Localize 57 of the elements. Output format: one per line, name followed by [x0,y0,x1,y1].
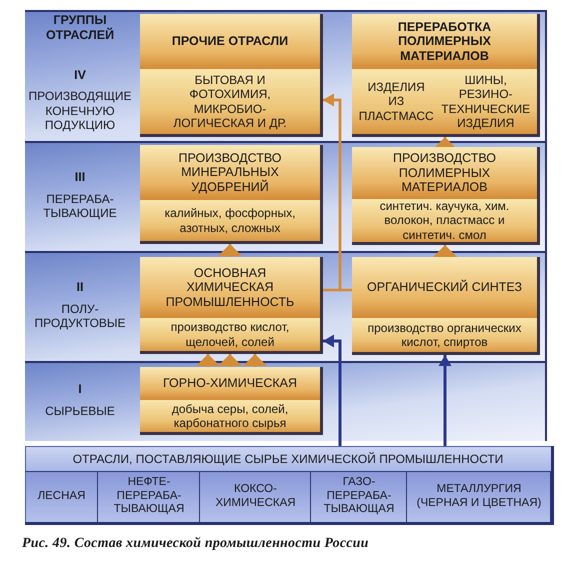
process-title: ПЕРЕРАБОТКА ПОЛИМЕРНЫХ МАТЕРИАЛОВ [398,20,492,64]
row-band [25,361,547,441]
process-title: ОРГАНИЧЕСКИЙ СИНТЕЗ [366,280,522,295]
arrow [433,137,457,149]
row-band [25,10,547,141]
industry-cell [200,471,311,522]
row-label: ПОЛУ- ПРОДУКТОВЫЕ [34,302,126,331]
industry-cell [98,471,200,522]
process-description: производство органических кислот, спиртов [366,320,522,350]
industry-name: МЕТАЛЛУРГИЯ (ЧЕРНАЯ И ЦВЕТНАЯ) [416,482,542,510]
process-box [352,147,540,245]
process-title: ОСНОВНАЯ ХИМИЧЕСКАЯ ПРОМЫШЛЕННОСТЬ [166,266,294,310]
arrow [218,244,242,257]
industry-name: ЛЕСНАЯ [38,490,86,504]
row-number: IV [74,68,86,82]
figure-caption: Рис. 49. Состав химической промышленности России [22,536,369,552]
arrow [323,94,352,292]
supplier-panel [25,446,554,525]
arrow [218,354,242,367]
industry-name: ГАЗО- ПЕРЕРАБА- ТЫВАЮЩАЯ [324,476,394,518]
column-heading: ГРУППЫ ОТРАСЛЕЙ [46,13,114,43]
arrow [438,355,452,446]
process-title: ПРОИЗВОДСТВО ПОЛИМЕРНЫХ МАТЕРИАЛОВ [392,151,496,195]
row-label: СЫРЬЕВЫЕ [45,404,115,419]
row-label: ПЕРЕРАБА- ТЫВАЮЩИЕ [43,192,117,221]
industry-cell [407,471,551,522]
row-band [25,141,547,251]
process-title: ПРОЧИЕ ОТРАСЛИ [172,34,288,49]
process-title: ГОРНО-ХИМИЧЕСКАЯ [162,376,298,391]
process-box [140,257,323,354]
process-box [352,257,540,355]
industry-name: КОКСО- ХИМИЧЕСКАЯ [215,482,296,510]
arrow [433,245,457,257]
industry-cell [311,471,407,522]
arrow [243,354,267,367]
panel-heading: ОТРАСЛИ, ПОСТАВЛЯЮЩИЕ СЫРЬЕ ХИМИЧЕСКОЙ ПРОМЫШЛЕННОСТИ [72,450,504,468]
industry-cell [25,471,98,522]
row-number: I [78,383,82,398]
arrow [196,354,220,367]
arrow [323,334,342,446]
row-number: II [76,281,84,295]
row-label: ПРОИЗВОДЯЩИЕ КОНЕЧНУЮ ПОДУКЦИЮ [28,89,132,132]
row-number: III [74,171,86,185]
process-title: ПРОИЗВОДСТВО МИНЕРАЛЬНЫХ УДОБРЕНИЙ [178,150,282,194]
process-description: добыча серы, солей, карбонатного сырья [170,402,290,430]
process-description: ШИНЫ, РЕЗИНО- ТЕХНИЧЕСКИЕ ИЗДЕЛИЯ [441,72,530,130]
industry-name: НЕФТЕ- ПЕРЕРАБА- ТЫВАЮЩАЯ [114,476,184,518]
process-description: ИЗДЕЛИЯ ИЗ ПЛАСТМАСС [358,80,434,124]
process-description: БЫТОВАЯ И ФОТОХИМИЯ, МИКРОБИО- ЛОГИЧЕСКАЯ И ДР. [172,72,288,130]
row-band [25,251,547,361]
process-box [352,14,540,137]
process-description: калийных, фосфорных, азотных, сложных [164,206,296,235]
process-description: синтетич. каучука, хим. волокон, пластмасс и синтетич. смол [378,199,510,242]
process-box [140,14,323,137]
process-description: производство кислот, щелочей, солей [170,320,290,349]
process-box [140,367,323,435]
process-box [140,145,323,244]
